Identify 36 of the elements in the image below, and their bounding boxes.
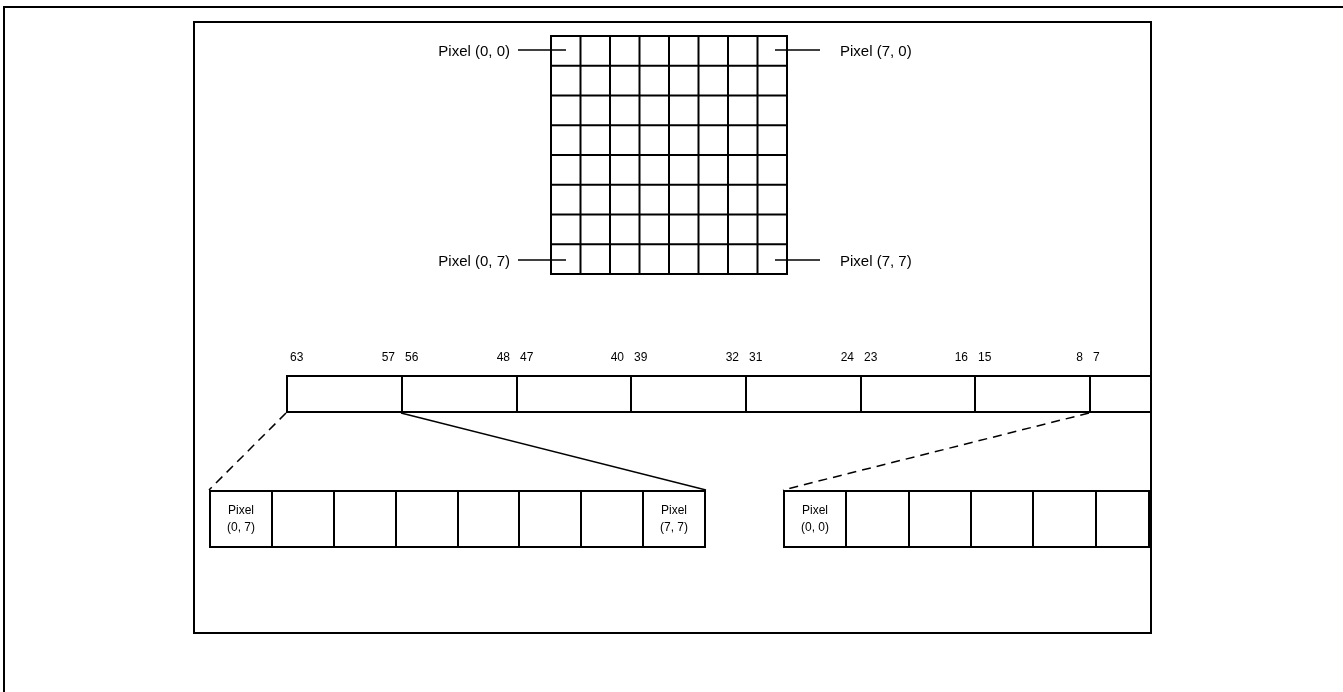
bit-number: 48 (496, 351, 510, 363)
bit-number: 7 (1093, 351, 1100, 363)
pixel-row (783, 490, 1150, 548)
register-byte (745, 375, 860, 413)
bit-number: 8 (1076, 351, 1083, 363)
bit-number: 31 (749, 351, 763, 363)
register-byte (974, 375, 1089, 413)
pixel-grid (550, 35, 788, 275)
register-byte (286, 375, 401, 413)
leader-line (517, 49, 567, 51)
leader-line (774, 49, 821, 51)
bit-number: 16 (954, 351, 968, 363)
bit-number: 24 (840, 351, 854, 363)
bit-number: 15 (978, 351, 992, 363)
expansion-line (208, 412, 287, 491)
bit-number: 32 (725, 351, 739, 363)
bit-number: 23 (864, 351, 878, 363)
pixel-label: Pixel (0, 7) (420, 250, 518, 270)
leader-line (774, 259, 821, 261)
bit-number: 47 (520, 351, 534, 363)
register-byte (401, 375, 516, 413)
pixel-label: Pixel (7, 7) (820, 250, 932, 270)
pixel-row (209, 490, 706, 548)
leader-line (517, 259, 567, 261)
pixel-label: Pixel (7, 0) (820, 40, 932, 60)
bit-number: 56 (405, 351, 419, 363)
pixel-label: Pixel (0, 0) (420, 40, 518, 60)
expansion-line (400, 412, 707, 491)
register-byte (860, 375, 974, 413)
bit-number: 40 (610, 351, 624, 363)
bit-number: 63 (290, 351, 304, 363)
bit-number: 57 (381, 351, 395, 363)
register-byte (516, 375, 630, 413)
bit-number: 39 (634, 351, 648, 363)
register-byte (1089, 375, 1150, 413)
register-byte (630, 375, 745, 413)
